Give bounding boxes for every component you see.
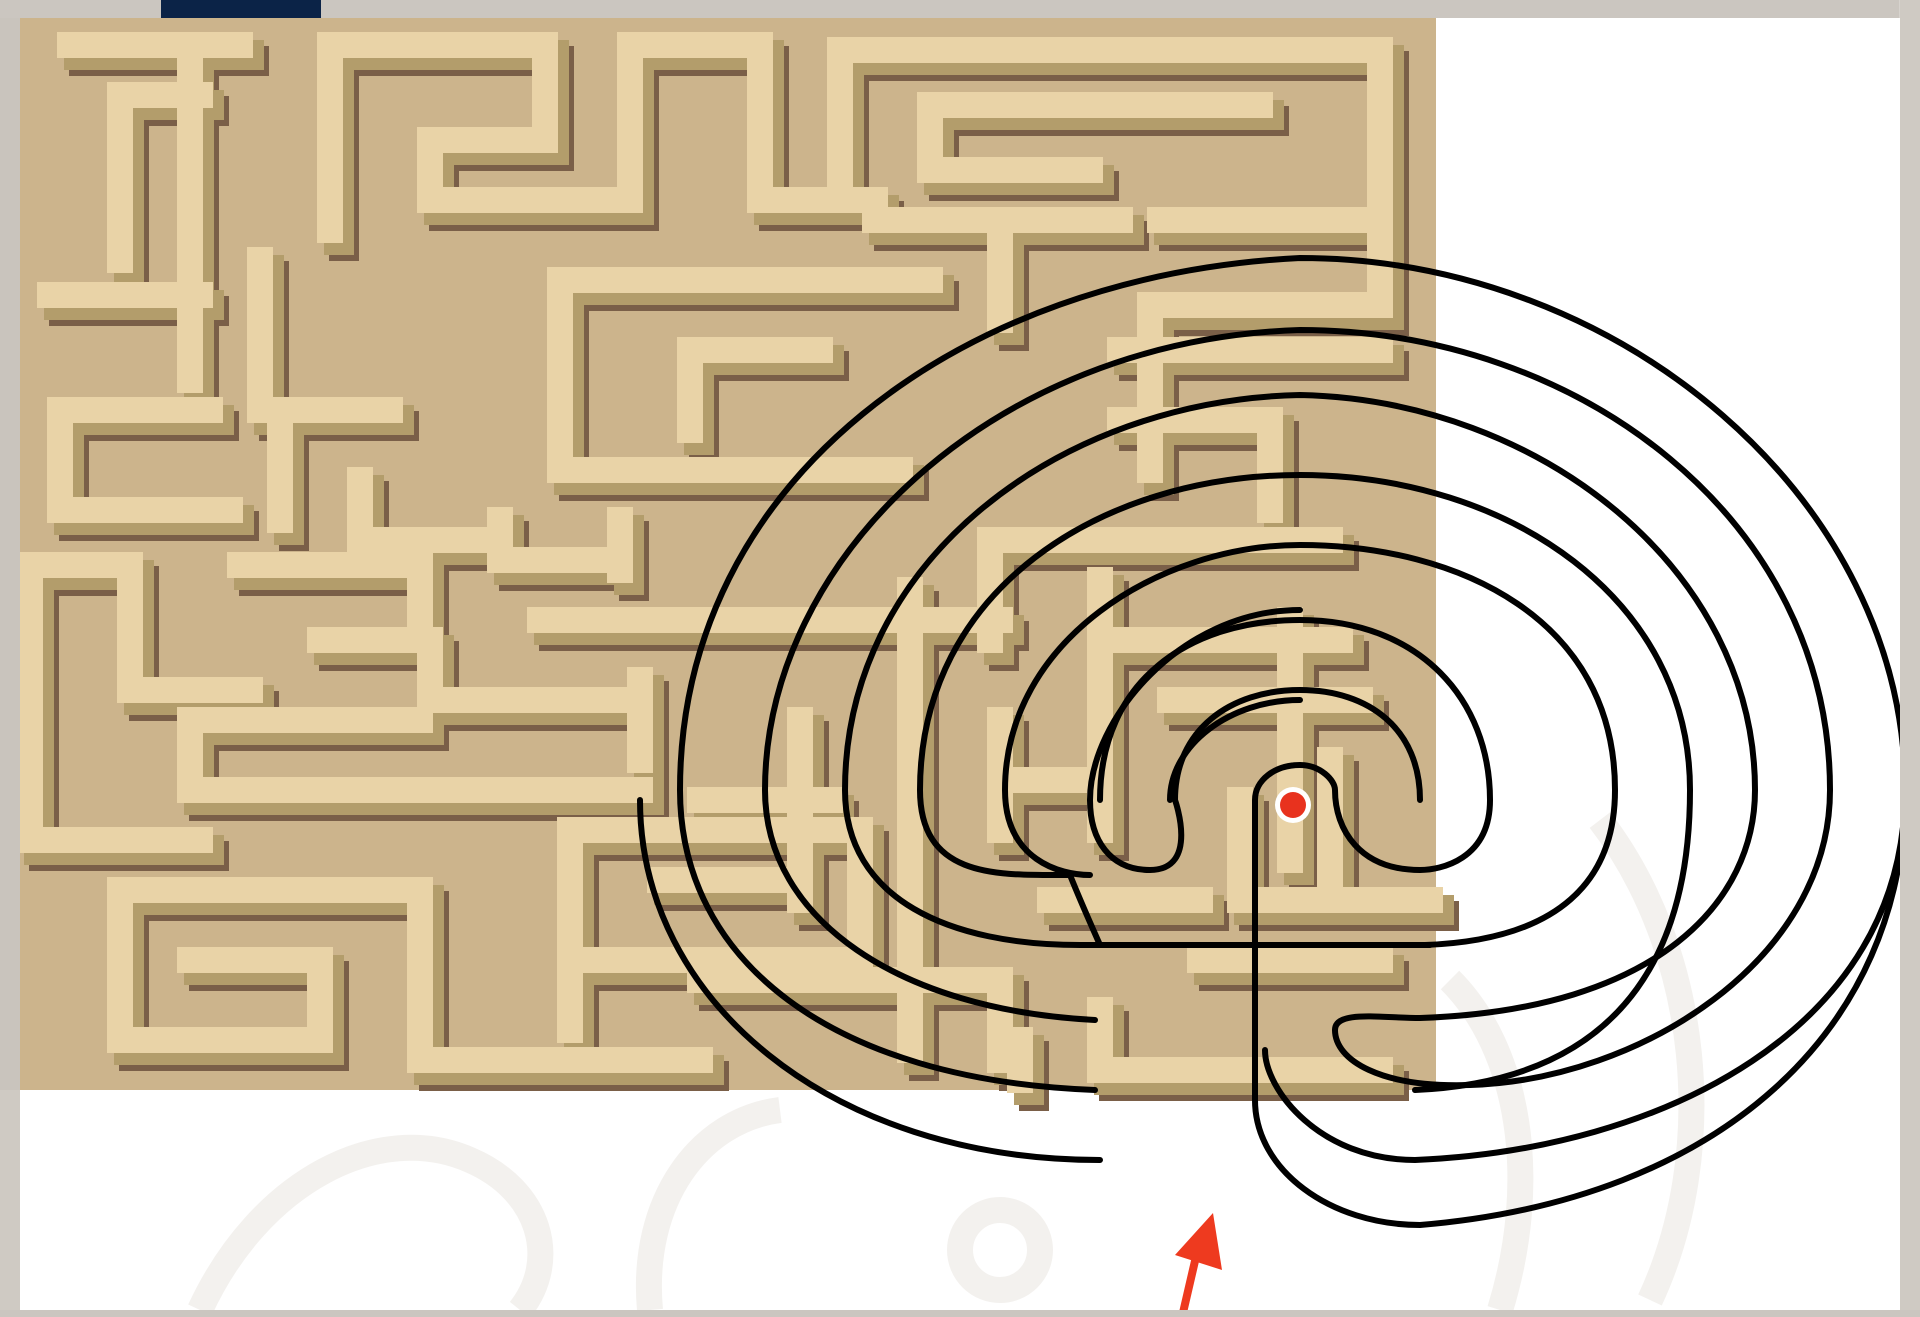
bottom-window-edge: [0, 1310, 1920, 1317]
right-window-edge: [1900, 0, 1920, 1317]
maze-illustration: [20, 18, 1900, 1317]
slide-canvas: [20, 18, 1900, 1317]
arrow-up-icon: [1175, 1213, 1222, 1317]
window-tab[interactable]: [161, 0, 321, 18]
center-marker: [1280, 792, 1306, 818]
left-window-edge: [0, 1090, 20, 1317]
block-maze: [20, 18, 1444, 1096]
